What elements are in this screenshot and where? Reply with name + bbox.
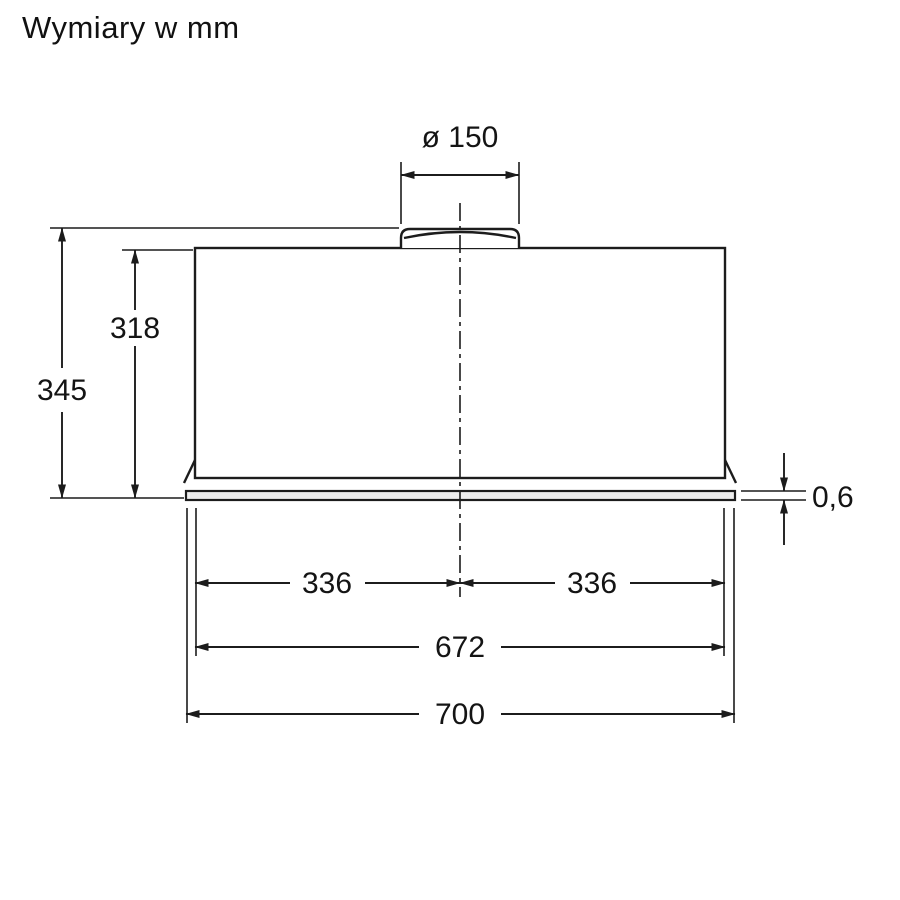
dim-body-height: 318 bbox=[110, 249, 193, 499]
overall-width-label: 700 bbox=[435, 698, 485, 731]
dim-half-widths: 336 336 bbox=[194, 567, 726, 600]
dim-overall-width: 700 bbox=[185, 698, 736, 731]
duct-diameter-label: ø 150 bbox=[422, 121, 499, 154]
hood-left-flare-line bbox=[182, 459, 197, 484]
inner-width-label: 672 bbox=[435, 631, 485, 664]
left-half-width-label: 336 bbox=[302, 567, 352, 600]
dim-panel-thickness: 0,6 bbox=[741, 453, 854, 545]
dim-inner-width: 672 bbox=[194, 631, 726, 664]
page-title: Wymiary w mm bbox=[22, 10, 240, 45]
dim-duct-diameter: ø 150 bbox=[400, 121, 520, 224]
hood-right-flare-line bbox=[723, 459, 738, 484]
right-half-width-label: 336 bbox=[567, 567, 617, 600]
dim-total-height: 345 bbox=[37, 227, 399, 499]
duct-collar-rim-line bbox=[403, 230, 517, 240]
body-height-label: 318 bbox=[110, 312, 160, 345]
total-height-label: 345 bbox=[37, 374, 87, 407]
panel-thickness-label: 0,6 bbox=[812, 481, 854, 514]
